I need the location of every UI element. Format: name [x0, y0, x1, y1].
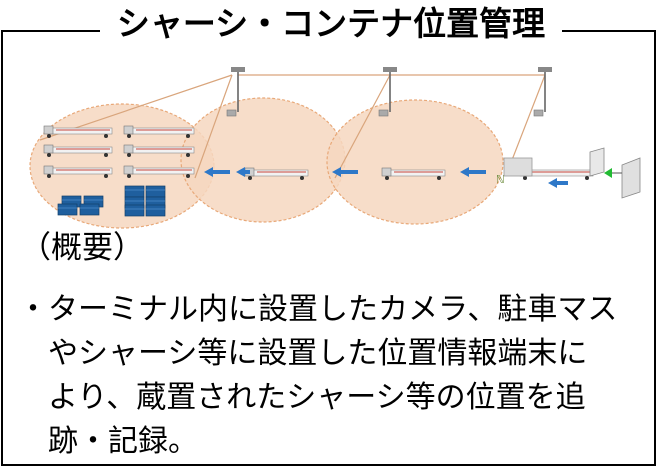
camera-view-line — [511, 74, 546, 161]
chassis-trailers — [43, 125, 594, 180]
container-box — [145, 185, 166, 198]
description-line: より、蔵置されたシャーシ等の位置を追 — [18, 380, 586, 415]
wheel — [47, 153, 51, 157]
gate-symbol: ℕ — [496, 173, 505, 186]
wheel — [385, 176, 389, 180]
movement-arrows — [204, 167, 568, 188]
wheel — [104, 134, 108, 138]
truck-cab — [43, 144, 54, 154]
trailer-body — [252, 169, 309, 177]
tracking-diagram: ℕ — [29, 67, 641, 229]
wheel — [47, 134, 51, 138]
stacked-containers — [57, 185, 166, 217]
gate-marker — [604, 168, 612, 178]
truck-cab — [123, 125, 134, 135]
left-arrow — [204, 167, 230, 177]
page-title: シャーシ・コンテナ位置管理 — [100, 0, 562, 48]
tracking-zone — [326, 99, 504, 225]
trailer-body — [131, 127, 195, 135]
wheel — [127, 174, 131, 178]
trailer-body — [51, 167, 113, 175]
truck-cab — [43, 165, 54, 175]
truck-cab — [381, 167, 392, 177]
wheel — [300, 176, 304, 180]
truck-cab — [123, 165, 134, 175]
camera-icon — [538, 67, 552, 72]
container-box — [79, 203, 100, 216]
camera-poles — [226, 67, 552, 117]
container-box — [124, 185, 145, 198]
camera-head — [533, 109, 544, 117]
description-line: 跡・記録。 — [18, 424, 198, 459]
wheel — [248, 176, 252, 180]
camera-view-line — [194, 74, 233, 179]
trailer-body — [51, 146, 113, 154]
container-box — [124, 204, 145, 217]
gate-panel — [589, 147, 605, 177]
camera-head — [226, 109, 237, 117]
wheel — [186, 174, 190, 178]
wheel — [127, 153, 131, 157]
summary-label: （概要） — [20, 230, 144, 266]
description-line: やシャーシ等に設置した位置情報端末に — [18, 336, 588, 371]
left-arrow — [460, 167, 486, 177]
gate-area: ℕ — [496, 147, 641, 199]
wheel — [47, 174, 51, 178]
camera-head — [378, 109, 389, 117]
container-box — [57, 203, 78, 216]
wheel — [186, 134, 190, 138]
truck-cab — [43, 125, 54, 135]
description-line: ・ターミナル内に設置したカメラ、駐車マス — [18, 292, 618, 327]
description-text: ・ターミナル内に設置したカメラ、駐車マス やシャーシ等に設置した位置情報端末に … — [18, 288, 638, 464]
tracking-zones — [29, 97, 504, 229]
trailer-body — [131, 146, 195, 154]
wheel — [523, 176, 527, 180]
wheel — [127, 134, 131, 138]
wheel — [585, 176, 589, 180]
left-arrow — [548, 178, 568, 188]
trailer-body — [51, 127, 113, 135]
camera-view-line — [334, 74, 391, 179]
wheel — [437, 176, 441, 180]
left-arrow — [236, 167, 250, 177]
truck-cab — [123, 144, 134, 154]
gate-booth — [503, 157, 533, 177]
trailer-body — [389, 169, 446, 177]
tracking-zone — [180, 97, 346, 223]
wheel — [186, 153, 190, 157]
camera-icon — [231, 67, 245, 72]
camera-icon — [383, 67, 397, 72]
container-box — [145, 204, 166, 217]
wheel — [104, 174, 108, 178]
wheel — [104, 153, 108, 157]
trailer-body — [527, 169, 594, 177]
left-arrow — [332, 167, 358, 177]
gate-panel — [621, 157, 641, 199]
trailer-body — [131, 167, 195, 175]
